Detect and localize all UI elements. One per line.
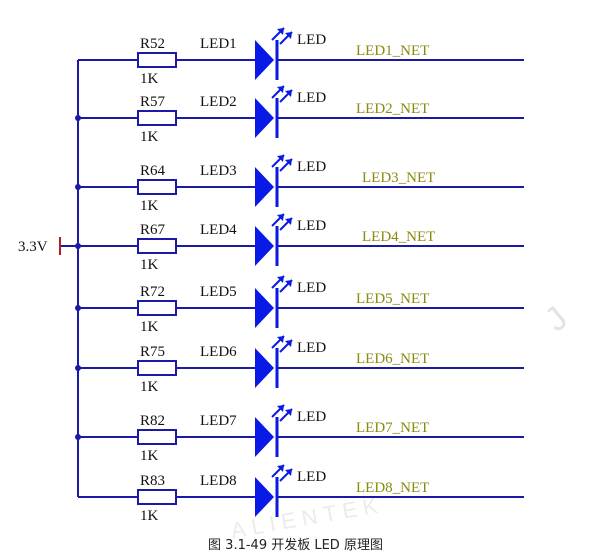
led-emission-arrowhead	[285, 280, 292, 287]
led-triangle	[255, 40, 274, 80]
net-label: LED7_NET	[356, 420, 429, 436]
led-emission-arrowhead	[277, 155, 284, 162]
resistor-body	[137, 300, 177, 316]
resistor-value: 1K	[140, 198, 159, 214]
resistor-body	[137, 360, 177, 376]
supply-label: 3.3V	[18, 239, 48, 255]
led-designator: LED6	[200, 344, 237, 360]
led-designator: LED2	[200, 94, 237, 110]
resistor-designator: R83	[140, 473, 165, 489]
led-triangle	[255, 477, 274, 517]
resistor-value: 1K	[140, 319, 159, 335]
resistor-value: 1K	[140, 448, 159, 464]
led-designator: LED4	[200, 222, 237, 238]
resistor-body	[137, 429, 177, 445]
led-part-label: LED	[297, 218, 326, 234]
led-part-label: LED	[297, 280, 326, 296]
led-designator: LED7	[200, 413, 237, 429]
led-part-label: LED	[297, 159, 326, 175]
resistor-body	[137, 110, 177, 126]
resistor-designator: R52	[140, 36, 165, 52]
led-triangle	[255, 348, 274, 388]
figure-caption: 图 3.1-49 开发板 LED 原理图	[208, 538, 383, 553]
resistor-designator: R64	[140, 163, 166, 179]
led-triangle	[255, 417, 274, 457]
led-triangle	[255, 167, 274, 207]
led-emission-arrowhead	[285, 32, 292, 39]
resistor-body	[137, 238, 177, 254]
led-part-label: LED	[297, 340, 326, 356]
led-emission-arrowhead	[285, 218, 292, 225]
led-emission-arrowhead	[277, 214, 284, 221]
net-label: LED8_NET	[356, 480, 429, 496]
led-designator: LED3	[200, 163, 237, 179]
resistor-designator: R67	[140, 222, 166, 238]
net-label: LED4_NET	[362, 229, 435, 245]
led-emission-arrowhead	[277, 276, 284, 283]
led-part-label: LED	[297, 409, 326, 425]
led-emission-arrowhead	[285, 469, 292, 476]
led-emission-arrowhead	[285, 90, 292, 97]
led-emission-arrowhead	[285, 159, 292, 166]
resistor-designator: R57	[140, 94, 166, 110]
led-designator: LED1	[200, 36, 237, 52]
led-emission-arrowhead	[285, 340, 292, 347]
net-label: LED6_NET	[356, 351, 429, 367]
net-label: LED2_NET	[356, 101, 429, 117]
led-part-label: LED	[297, 32, 326, 48]
resistor-value: 1K	[140, 257, 159, 273]
led-emission-arrowhead	[277, 405, 284, 412]
led-designator: LED5	[200, 284, 237, 300]
led-part-label: LED	[297, 90, 326, 106]
resistor-value: 1K	[140, 508, 159, 524]
net-label: LED5_NET	[356, 291, 429, 307]
led-triangle	[255, 98, 274, 138]
led-part-label: LED	[297, 469, 326, 485]
resistor-designator: R82	[140, 413, 165, 429]
led-emission-arrowhead	[277, 28, 284, 35]
resistor-value: 1K	[140, 379, 159, 395]
net-label: LED3_NET	[362, 170, 435, 186]
led-emission-arrowhead	[285, 409, 292, 416]
resistor-designator: R75	[140, 344, 165, 360]
led-emission-arrowhead	[277, 465, 284, 472]
led-emission-arrowhead	[277, 86, 284, 93]
resistor-body	[137, 52, 177, 68]
resistor-body	[137, 489, 177, 505]
resistor-value: 1K	[140, 71, 159, 87]
resistor-body	[137, 179, 177, 195]
resistor-designator: R72	[140, 284, 165, 300]
net-label: LED1_NET	[356, 43, 429, 59]
led-triangle	[255, 226, 274, 266]
led-designator: LED8	[200, 473, 237, 489]
resistor-value: 1K	[140, 129, 159, 145]
led-triangle	[255, 288, 274, 328]
led-emission-arrowhead	[277, 336, 284, 343]
